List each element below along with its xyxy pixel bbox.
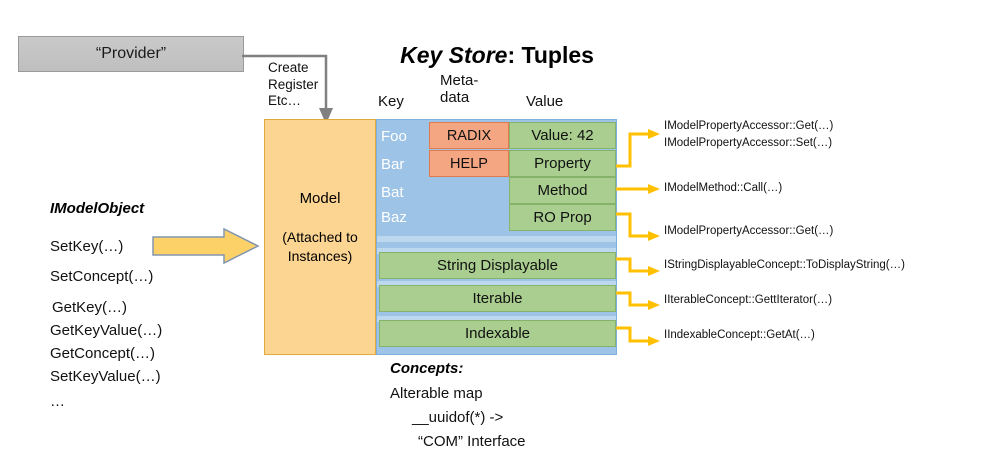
column-header-metadata: Meta- data — [440, 72, 496, 106]
metadata-cell: RADIX — [429, 122, 509, 149]
row-stripe — [377, 316, 616, 322]
row-stripe — [377, 248, 616, 254]
imodelobject-title: IModelObject — [50, 200, 145, 217]
provider-to-model-connector — [240, 48, 340, 128]
callout-connector-property-accessor — [616, 128, 664, 172]
column-header-metadata-line1: Meta- — [440, 72, 479, 89]
column-header-key: Key — [378, 93, 404, 110]
callout-label: IIndexableConcept::GetAt(…) — [664, 329, 815, 341]
provider-label: “Provider” — [95, 45, 167, 62]
callout-label: IModelPropertyAccessor::Get(…) — [664, 225, 834, 237]
concept-bar: Indexable — [379, 320, 616, 347]
model-label: Model — [299, 190, 341, 207]
method-line: GetConcept(…) — [50, 345, 156, 362]
page-title: Key Store: Tuples — [372, 42, 622, 69]
method-line: GetKey(…) — [52, 299, 128, 316]
create-register-label: Create Register Etc… — [268, 60, 338, 110]
value-cell: Property — [509, 150, 616, 177]
connector-line-2: Register — [268, 76, 319, 92]
column-header-value: Value — [526, 93, 564, 110]
page-title-rest: : Tuples — [507, 42, 594, 68]
key-cell: Foo — [381, 127, 407, 145]
metadata-cell: HELP — [429, 150, 509, 177]
page-title-emphasis: Key Store — [400, 42, 508, 68]
connector-line-1: Create — [268, 60, 309, 75]
imodelobject-to-model-arrow — [152, 227, 260, 265]
callout-label: IModelPropertyAccessor::Set(…) — [664, 137, 833, 149]
concepts-line: Alterable map — [390, 385, 483, 402]
method-line: SetKey(…) — [50, 238, 124, 255]
row-stripe — [377, 281, 616, 287]
key-cell: Baz — [381, 208, 407, 226]
concept-bar: String Displayable — [379, 252, 616, 279]
method-line: SetConcept(…) — [50, 268, 154, 285]
method-line: GetKeyValue(…) — [50, 322, 163, 339]
connector-line-3: Etc… — [268, 93, 302, 108]
model-sublabel-line2: Instances) — [287, 248, 353, 264]
value-cell: Method — [509, 177, 616, 204]
concepts-title: Concepts: — [390, 360, 464, 377]
row-stripe — [377, 236, 616, 242]
callout-label: IModelPropertyAccessor::Get(…) — [664, 120, 834, 132]
callout-label: IIterableConcept::GettIterator(…) — [664, 294, 833, 306]
method-line: … — [50, 393, 65, 410]
model-sublabel-line1: (Attached to — [282, 229, 358, 245]
value-cell: RO Prop — [509, 204, 616, 231]
method-line: SetKeyValue(…) — [50, 368, 161, 385]
callout-connector-method — [616, 182, 664, 196]
key-cell: Bat — [381, 183, 404, 201]
model-sublabel: (Attached to Instances) — [264, 228, 376, 266]
provider-box: “Provider” — [18, 36, 244, 72]
concept-bar: Iterable — [379, 285, 616, 312]
callout-connector-string-displayable — [616, 256, 664, 280]
concepts-line: __uuidof(*) -> — [412, 409, 504, 426]
concepts-line: “COM” Interface — [418, 433, 526, 450]
model-box — [264, 119, 376, 355]
callout-label: IStringDisplayableConcept::ToDisplayStri… — [664, 259, 905, 271]
key-cell: Bar — [381, 155, 405, 173]
column-header-metadata-line2: data — [440, 89, 470, 106]
callout-connector-ro-prop — [616, 210, 664, 246]
callout-connector-iterable — [616, 290, 664, 314]
callout-label: IModelMethod::Call(…) — [664, 182, 783, 194]
value-cell: Value: 42 — [509, 122, 616, 149]
callout-connector-indexable — [616, 325, 664, 349]
